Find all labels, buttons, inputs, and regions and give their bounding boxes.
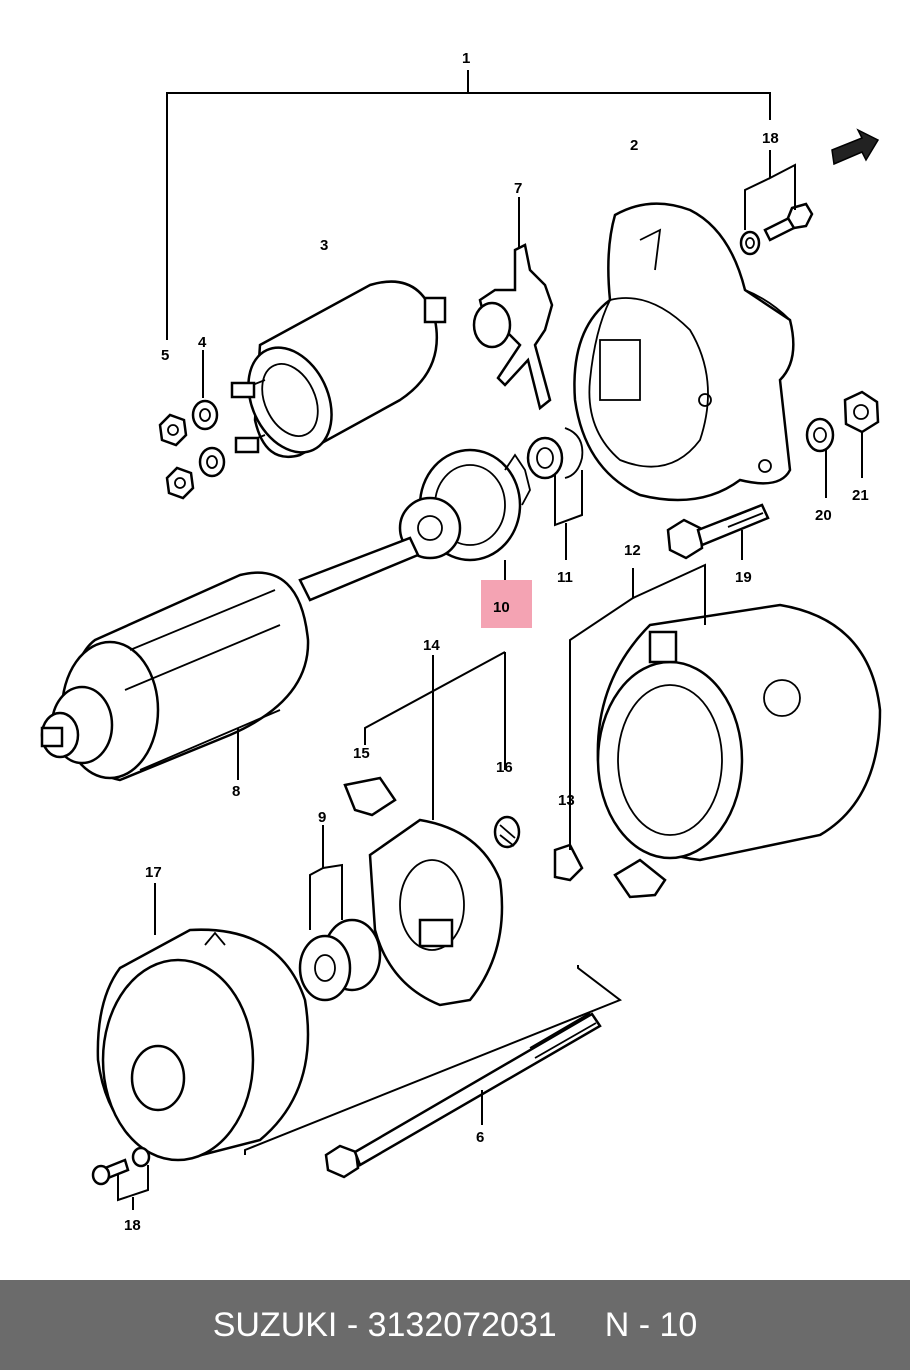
direction-arrow-icon [831,128,880,166]
bolt-part-18-top [739,202,814,256]
label-2: 2 [630,137,638,154]
label-17: 17 [145,864,162,881]
label-18-bottom: 18 [124,1217,141,1234]
label-14: 14 [423,637,440,654]
spring-part-16 [493,815,521,849]
drive-housing-part-2 [573,202,795,502]
label-4: 4 [198,334,207,351]
brush-part-15 [343,776,397,817]
washer-part-4 [191,399,226,478]
label-5: 5 [161,347,169,364]
label-13: 13 [558,792,575,809]
bolt-part-18-bottom [91,1146,151,1186]
bearing-part-11 [526,427,584,480]
assembly-bracket-1 [166,70,771,340]
nut-part-21 [843,390,880,434]
label-11: 11 [557,569,573,586]
separator: - [346,1305,359,1344]
part-number: 3132072031 [367,1305,557,1344]
label-21: 21 [852,487,869,504]
label-6: 6 [476,1129,484,1146]
solenoid-part-3 [230,280,447,458]
brand-name: SUZUKI [212,1305,338,1344]
label-20: 20 [815,507,832,524]
bolt-part-19 [666,503,770,560]
pinion-clutch-part-10 [398,448,531,562]
end-frame-part-17 [96,928,310,1162]
armature-part-8 [40,536,420,782]
nut-part-5 [158,413,195,500]
starter-motor-exploded-diagram: 1 2 3 4 5 6 7 8 9 10 11 12 13 14 15 16 1… [40,50,882,1234]
part-info-footer: SUZUKI - 3132072031 N - 10 [0,1280,910,1370]
label-8: 8 [232,783,240,800]
shift-lever-part-7 [472,243,554,411]
label-9: 9 [318,809,326,826]
label-10: 10 [493,599,510,616]
brush-holder-part-14 [368,818,504,1007]
part-10-highlight [481,580,532,628]
label-1: 1 [462,50,470,67]
diagram-position: N - 10 [604,1305,698,1344]
washer-part-9 [298,918,382,1002]
through-bolt-part-6 [324,1012,602,1179]
label-16: 16 [496,759,513,776]
label-3: 3 [320,237,328,254]
yoke-part-12 [553,603,882,899]
label-18-top: 18 [762,130,779,147]
label-12: 12 [624,542,641,559]
label-19: 19 [735,569,752,586]
label-15: 15 [353,745,370,762]
washer-part-20 [805,417,835,453]
label-7: 7 [514,180,522,197]
